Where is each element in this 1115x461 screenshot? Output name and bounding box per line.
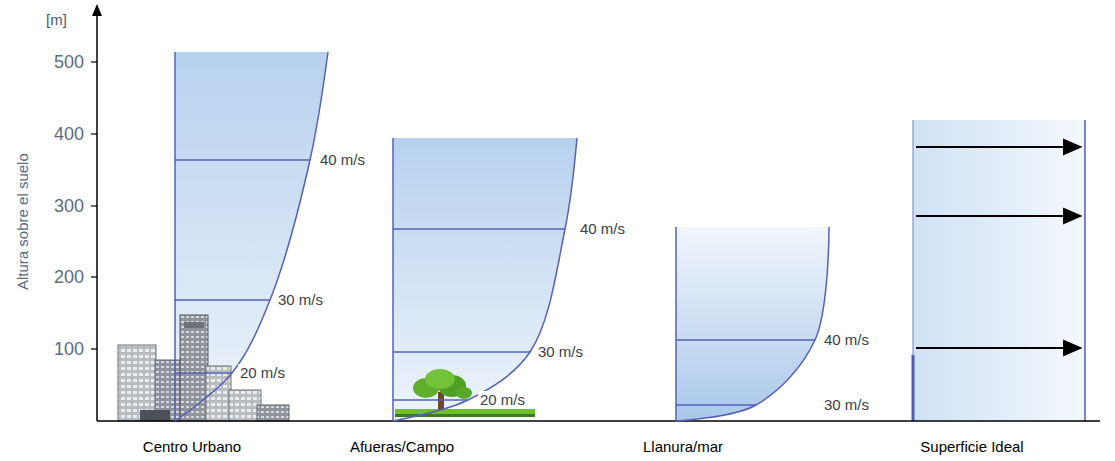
axis-title: Altura sobre el suelo — [13, 154, 30, 291]
axis-unit: [m] — [46, 11, 67, 28]
tick-label: 100 — [54, 339, 84, 360]
ideal-right-line — [1084, 120, 1086, 421]
speed-label: 20 m/s — [478, 391, 527, 408]
speed-label: 20 m/s — [238, 364, 287, 381]
countryside-tree — [395, 369, 535, 417]
terrain-label: Llanura/mar — [643, 438, 723, 455]
ideal-left-line — [912, 120, 914, 421]
speed-level-line — [676, 404, 756, 405]
wind-profiles — [175, 52, 829, 421]
speed-level-line — [393, 351, 530, 352]
velocity-curve — [393, 138, 577, 421]
profile-axis — [174, 52, 176, 421]
ideal-left-base — [912, 355, 915, 421]
profile-fill — [393, 138, 577, 421]
velocity-curve — [676, 227, 829, 421]
tick-label: 500 — [54, 52, 84, 73]
tick-label: 300 — [54, 196, 84, 217]
speed-level-line — [676, 339, 815, 340]
tick-label: 400 — [54, 124, 84, 145]
axes — [91, 4, 1100, 421]
terrain-label: Superficie Ideal — [920, 438, 1023, 455]
wind-shading — [175, 52, 829, 421]
speed-label: 40 m/s — [578, 220, 627, 237]
city-buildings — [118, 315, 289, 421]
terrain-label: Afueras/Campo — [350, 438, 454, 455]
speed-label: 30 m/s — [276, 291, 325, 308]
speed-label: 40 m/s — [822, 331, 871, 348]
terrain-label: Centro Urbano — [143, 438, 241, 455]
speed-level-line — [175, 299, 270, 300]
profile-axis — [392, 138, 394, 421]
speed-label: 30 m/s — [822, 396, 871, 413]
speed-label: 40 m/s — [318, 151, 367, 168]
ideal-panel — [913, 120, 1085, 421]
speed-level-line — [393, 228, 565, 229]
profile-fill — [676, 227, 829, 421]
speed-level-line — [175, 159, 310, 160]
speed-level-line — [393, 399, 468, 400]
velocity-curve — [175, 52, 328, 421]
speed-label: 30 m/s — [536, 343, 585, 360]
profile-axis — [675, 227, 677, 421]
tick-label: 200 — [54, 267, 84, 288]
profile-fill — [175, 52, 328, 421]
uniform-wind-arrows — [916, 140, 1080, 355]
speed-level-line — [175, 372, 232, 373]
